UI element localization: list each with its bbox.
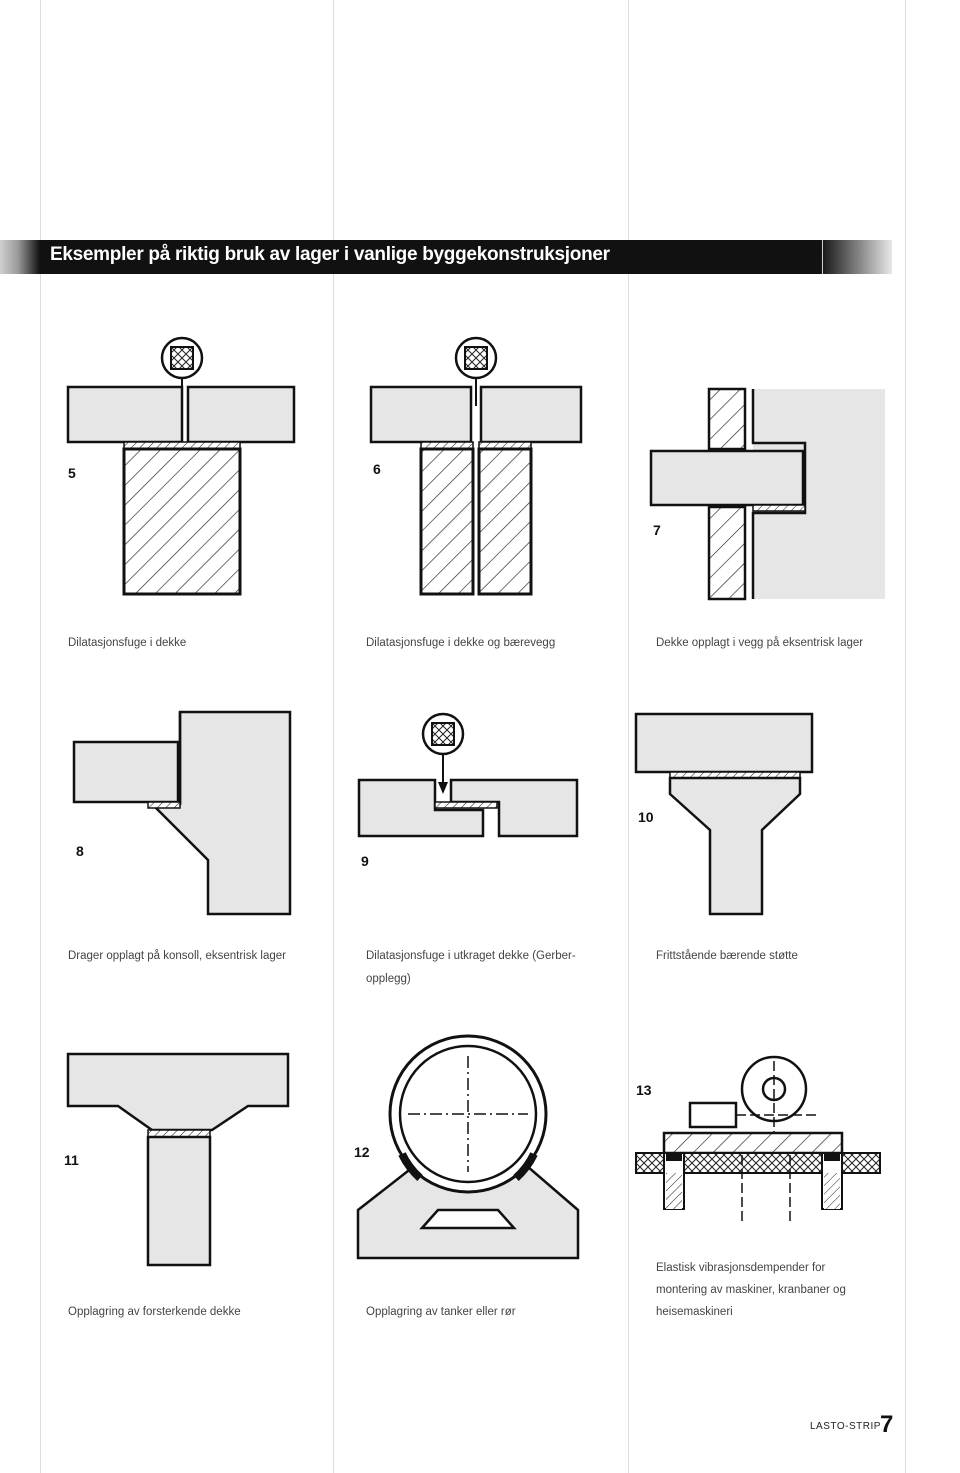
figure-5: 5 — [62, 330, 302, 610]
bearing-symbol-icon — [454, 336, 498, 406]
figure-9: 9 — [355, 710, 585, 880]
page-number: 7 — [880, 1411, 894, 1438]
header-separator — [822, 240, 823, 274]
figure-number: 13 — [636, 1082, 652, 1098]
figure-number: 12 — [354, 1144, 370, 1160]
caption-6: Dilatasjonsfuge i dekke og bærevegg — [366, 637, 556, 649]
caption-7: Dekke opplagt i vegg på eksentrisk lager — [656, 637, 864, 649]
caption-12: Opplagring av tanker eller rør — [366, 1306, 516, 1318]
caption-13-line-1: Elastisk vibrasjonsdempender for — [656, 1262, 826, 1274]
caption-9-line-2: opplegg) — [366, 973, 411, 985]
caption-5: Dilatasjonsfuge i dekke — [68, 637, 187, 649]
figure-11: 11 — [62, 1050, 302, 1270]
caption-8: Drager opplagt på konsoll, eksentrisk la… — [68, 950, 286, 962]
figure-number: 11 — [64, 1152, 79, 1168]
margin-line-left — [40, 0, 41, 1473]
footer-brand: LASTO-STRIP — [810, 1421, 881, 1432]
figure-12: 12 — [350, 1030, 590, 1270]
page-title: Eksempler på riktig bruk av lager i vanl… — [50, 244, 610, 265]
figure-6: 6 — [365, 330, 595, 610]
margin-line-center-right — [628, 0, 629, 1473]
figure-number: 5 — [68, 465, 76, 481]
figure-number: 7 — [653, 522, 661, 538]
bearing-symbol-icon — [160, 336, 204, 406]
figure-number: 10 — [638, 809, 654, 825]
bearing-symbol-icon — [421, 712, 465, 794]
caption-13-line-3: heisemaskineri — [656, 1306, 733, 1318]
figure-number: 8 — [76, 843, 84, 859]
figure-8: 8 — [68, 710, 298, 920]
caption-13-line-2: montering av maskiner, kranbaner og — [656, 1284, 846, 1296]
figure-7: 7 — [645, 385, 885, 610]
margin-line-center-left — [333, 0, 334, 1473]
caption-11: Opplagring av forsterkende dekke — [68, 1306, 241, 1318]
caption-10: Frittstående bærende støtte — [656, 950, 798, 962]
header-bar: Eksempler på riktig bruk av lager i vanl… — [0, 240, 892, 274]
figure-10: 10 — [630, 710, 880, 920]
figure-number: 6 — [373, 461, 381, 477]
figure-13: 13 — [632, 1055, 884, 1225]
caption-9-line-1: Dilatasjonsfuge i utkraget dekke (Gerber… — [366, 950, 576, 962]
figure-number: 9 — [361, 853, 369, 869]
margin-line-right — [905, 0, 906, 1473]
